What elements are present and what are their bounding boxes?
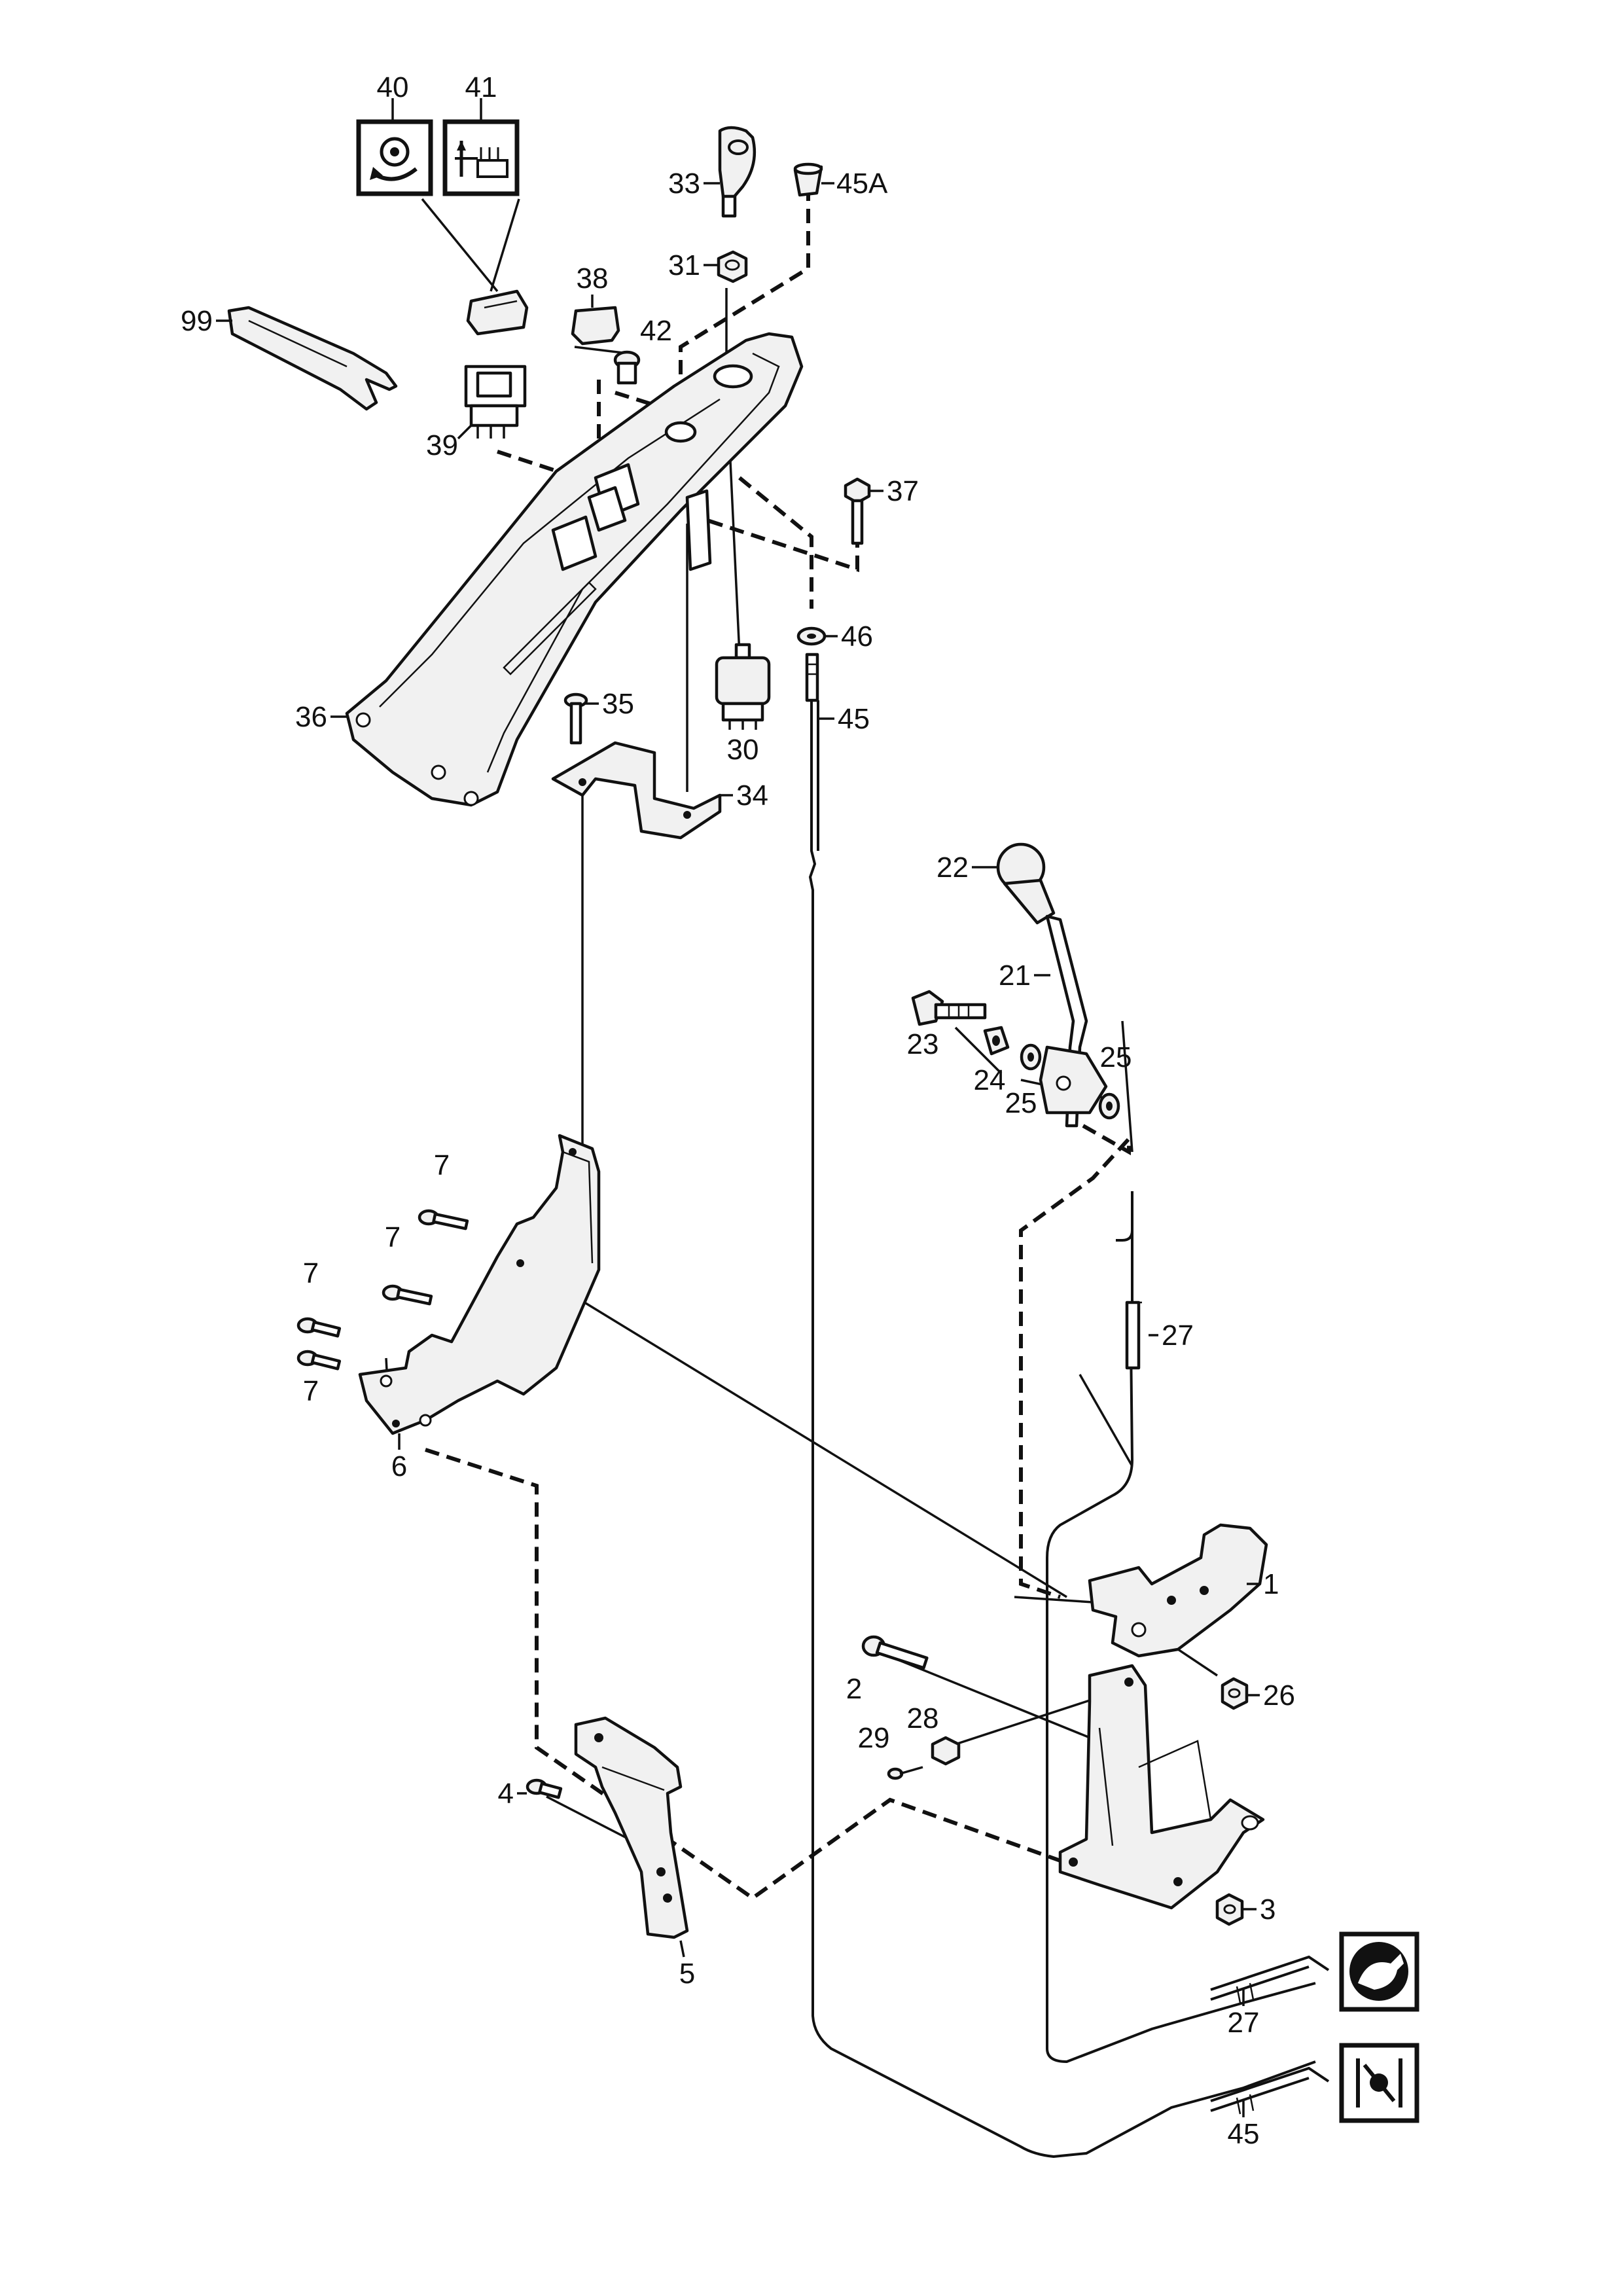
washer-46 [796, 626, 827, 646]
callout-5: 5 [679, 1958, 695, 1990]
callout-3: 3 [1260, 1893, 1275, 1926]
callout-29: 29 [858, 1722, 890, 1754]
callout-39: 39 [426, 429, 458, 461]
removal-tool-99 [227, 306, 398, 411]
callout-6: 6 [391, 1450, 407, 1482]
plug-38 [571, 306, 620, 346]
callout-41: 41 [465, 71, 497, 103]
nut-28 [931, 1736, 961, 1766]
callout-27-a: 27 [1162, 1319, 1194, 1352]
screw-35 [563, 692, 588, 745]
callout-labels: 40 41 99 39 38 42 33 31 45A 37 46 45 30 … [181, 71, 1295, 2150]
bolt-7a [418, 1209, 469, 1230]
dashed-lines [425, 187, 1131, 1901]
lever-bracket [1058, 1664, 1265, 1910]
callout-26: 26 [1263, 1679, 1295, 1712]
callout-45: 45 [838, 703, 870, 735]
callout-36: 36 [295, 701, 327, 733]
callout-25-a: 25 [1005, 1087, 1037, 1119]
callout-21: 21 [999, 960, 1031, 992]
pto-rotation-icon [356, 119, 433, 196]
nut-31 [717, 250, 748, 283]
ignition-key-33 [718, 126, 757, 218]
shift-knob-22 [996, 842, 1056, 925]
callout-7-d: 7 [303, 1375, 319, 1407]
callout-30: 30 [727, 734, 759, 766]
shift-lever-21 [1039, 914, 1108, 1128]
callout-27-b: 27 [1228, 2007, 1260, 2039]
bolt-7b [382, 1284, 433, 1306]
callout-46: 46 [841, 620, 873, 653]
cable-27-end [1116, 1191, 1141, 1370]
bracket-5 [574, 1716, 689, 1939]
decal-41 [442, 119, 520, 196]
screw-37 [844, 477, 871, 545]
callout-23: 23 [907, 1028, 939, 1060]
washer-24 [983, 1026, 1010, 1056]
callout-7-c: 7 [303, 1257, 319, 1289]
callout-34: 34 [736, 780, 768, 812]
bracket-1 [1088, 1523, 1268, 1658]
callout-28: 28 [907, 1702, 939, 1734]
callout-45-b: 45 [1228, 2118, 1260, 2150]
bolt-23 [911, 990, 987, 1026]
nut-3 [1215, 1893, 1244, 1926]
choke-cable-27 [1046, 1230, 1316, 2064]
screw-29 [887, 1766, 923, 1780]
nut-26 [1221, 1677, 1249, 1710]
bolt-4 [526, 1778, 563, 1799]
callout-40: 40 [377, 71, 409, 103]
throttle-cable-45 [808, 700, 1316, 2159]
cable-end-45 [805, 653, 819, 702]
decal-40 [356, 119, 433, 196]
callout-2: 2 [846, 1673, 862, 1705]
choke-decal [1339, 2043, 1419, 2123]
callout-22: 22 [936, 852, 969, 884]
bracket-6 [358, 1134, 601, 1435]
callout-37: 37 [887, 475, 919, 507]
callout-7-a: 7 [434, 1149, 450, 1181]
callout-ticks [216, 98, 1260, 2117]
callout-31: 31 [668, 249, 700, 281]
washer-25a [1020, 1043, 1042, 1071]
callout-42: 42 [640, 315, 672, 347]
throttle-fast-decal [1339, 1931, 1419, 2012]
callout-35: 35 [602, 688, 634, 720]
choke-knob-45a [793, 162, 823, 197]
ignition-switch-30 [715, 643, 771, 730]
callout-24: 24 [974, 1064, 1006, 1096]
callout-38: 38 [577, 262, 609, 295]
callout-25-b: 25 [1100, 1041, 1132, 1073]
cables [808, 700, 1316, 2159]
bracket-34 [551, 741, 722, 840]
bolt-2 [861, 1635, 929, 1670]
callout-99: 99 [181, 305, 213, 337]
bolt-7d [296, 1350, 342, 1371]
push-button-42 [613, 350, 641, 385]
callout-1: 1 [1263, 1568, 1279, 1600]
cable-ends [1210, 1955, 1330, 2115]
callout-33: 33 [668, 168, 700, 200]
callout-45a: 45A [836, 168, 888, 200]
console-panel-36 [345, 332, 804, 807]
bolt-7c [296, 1317, 342, 1338]
washer-25b [1098, 1092, 1120, 1120]
rocker-switch-39 [464, 289, 529, 439]
callout-7-b: 7 [385, 1221, 401, 1253]
callout-4: 4 [498, 1778, 514, 1810]
